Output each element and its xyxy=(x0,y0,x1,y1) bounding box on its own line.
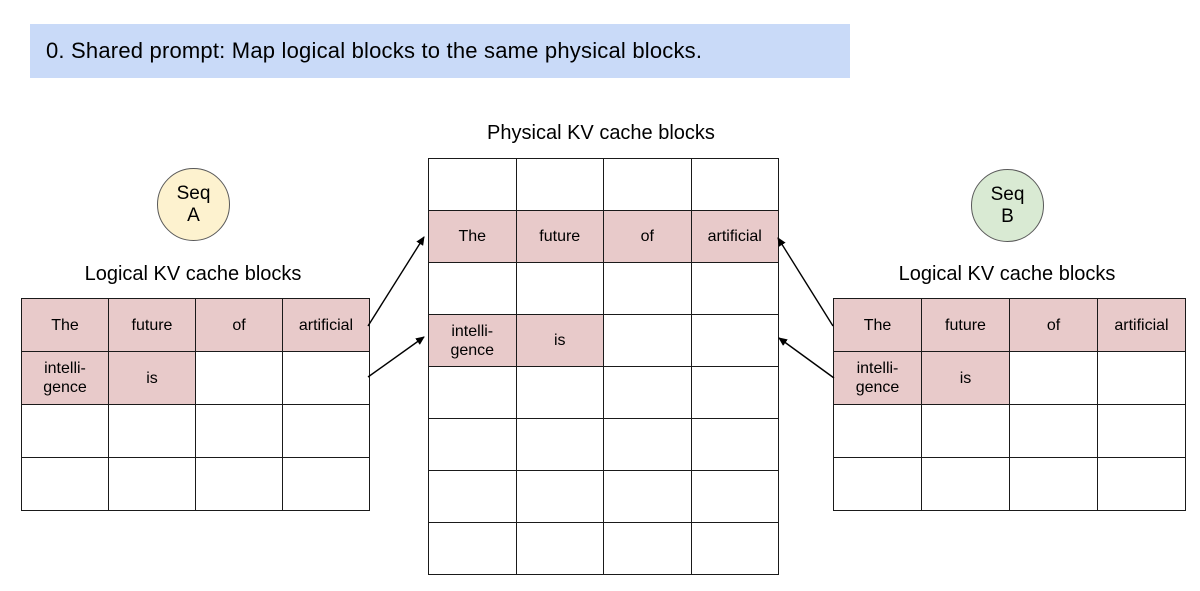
empty-cell xyxy=(428,418,517,471)
empty-cell xyxy=(515,418,604,471)
empty-cell xyxy=(195,457,283,511)
token-cell: future xyxy=(108,298,196,352)
token-cell: is xyxy=(515,314,604,367)
empty-cell xyxy=(282,457,370,511)
empty-cell xyxy=(1097,457,1186,511)
empty-cell xyxy=(690,158,779,211)
block-row xyxy=(428,366,779,419)
empty-cell xyxy=(515,470,604,523)
block-row xyxy=(833,457,1186,511)
empty-cell xyxy=(921,404,1010,458)
token-cell: of xyxy=(195,298,283,352)
empty-cell xyxy=(428,522,517,575)
empty-cell xyxy=(21,457,109,511)
empty-cell xyxy=(428,470,517,523)
empty-cell xyxy=(603,314,692,367)
block-row xyxy=(428,470,779,523)
arrow-seq-a-block1-to-physical-block3 xyxy=(367,336,425,378)
token-cell: artificial xyxy=(282,298,370,352)
seq-a-label-line1: Seq xyxy=(176,182,211,204)
seq-b-label-line2: B xyxy=(1001,205,1014,227)
block-row xyxy=(21,457,370,511)
empty-cell xyxy=(1009,351,1098,405)
empty-cell xyxy=(195,351,283,405)
token-cell: intelli- gence xyxy=(21,351,109,405)
empty-cell xyxy=(690,418,779,471)
empty-cell xyxy=(108,457,196,511)
empty-cell xyxy=(428,158,517,211)
empty-cell xyxy=(1097,351,1186,405)
empty-cell xyxy=(515,522,604,575)
step-banner-text: 0. Shared prompt: Map logical blocks to … xyxy=(46,38,703,63)
empty-cell xyxy=(428,262,517,315)
empty-cell xyxy=(690,314,779,367)
logical-b-table-title: Logical KV cache blocks xyxy=(898,263,1116,285)
token-cell: intelli- gence xyxy=(833,351,922,405)
arrow-seq-a-block0-to-physical-block1 xyxy=(367,236,425,327)
empty-cell xyxy=(195,404,283,458)
empty-cell xyxy=(603,522,692,575)
empty-cell xyxy=(603,262,692,315)
token-cell: artificial xyxy=(690,210,779,263)
empty-cell xyxy=(603,366,692,419)
token-cell: intelli- gence xyxy=(428,314,517,367)
empty-cell xyxy=(1009,404,1098,458)
empty-cell xyxy=(515,262,604,315)
empty-cell xyxy=(833,404,922,458)
empty-cell xyxy=(603,418,692,471)
token-cell: future xyxy=(921,298,1010,352)
empty-cell xyxy=(282,351,370,405)
empty-cell xyxy=(690,262,779,315)
token-cell: future xyxy=(515,210,604,263)
empty-cell xyxy=(603,158,692,211)
empty-cell xyxy=(1009,457,1098,511)
empty-cell xyxy=(690,522,779,575)
empty-cell xyxy=(690,366,779,419)
seq-b-label-line1: Seq xyxy=(990,183,1025,205)
block-row xyxy=(428,418,779,471)
empty-cell xyxy=(1097,404,1186,458)
token-cell: of xyxy=(603,210,692,263)
empty-cell xyxy=(282,404,370,458)
token-cell: The xyxy=(833,298,922,352)
token-cell: artificial xyxy=(1097,298,1186,352)
empty-cell xyxy=(515,158,604,211)
token-cell: is xyxy=(108,351,196,405)
block-row xyxy=(428,262,779,315)
arrow-seq-b-block1-to-physical-block3 xyxy=(778,337,835,379)
empty-cell xyxy=(833,457,922,511)
seq-a-label-line2: A xyxy=(187,204,200,226)
block-row xyxy=(428,158,779,211)
empty-cell xyxy=(921,457,1010,511)
empty-cell xyxy=(108,404,196,458)
logical-a-table-title: Logical KV cache blocks xyxy=(84,263,302,285)
empty-cell xyxy=(21,404,109,458)
arrow-seq-b-block0-to-physical-block1 xyxy=(777,237,834,327)
block-row xyxy=(428,522,779,575)
token-cell: The xyxy=(428,210,517,263)
empty-cell xyxy=(690,470,779,523)
seq-b-badge: Seq B xyxy=(971,169,1044,242)
token-cell: of xyxy=(1009,298,1098,352)
step-banner: 0. Shared prompt: Map logical blocks to … xyxy=(30,24,850,78)
empty-cell xyxy=(603,470,692,523)
token-cell: The xyxy=(21,298,109,352)
empty-cell xyxy=(428,366,517,419)
seq-a-badge: Seq A xyxy=(157,168,230,241)
empty-cell xyxy=(515,366,604,419)
block-row xyxy=(833,404,1186,458)
physical-table-title: Physical KV cache blocks xyxy=(487,122,715,144)
block-row xyxy=(21,404,370,458)
token-cell: is xyxy=(921,351,1010,405)
